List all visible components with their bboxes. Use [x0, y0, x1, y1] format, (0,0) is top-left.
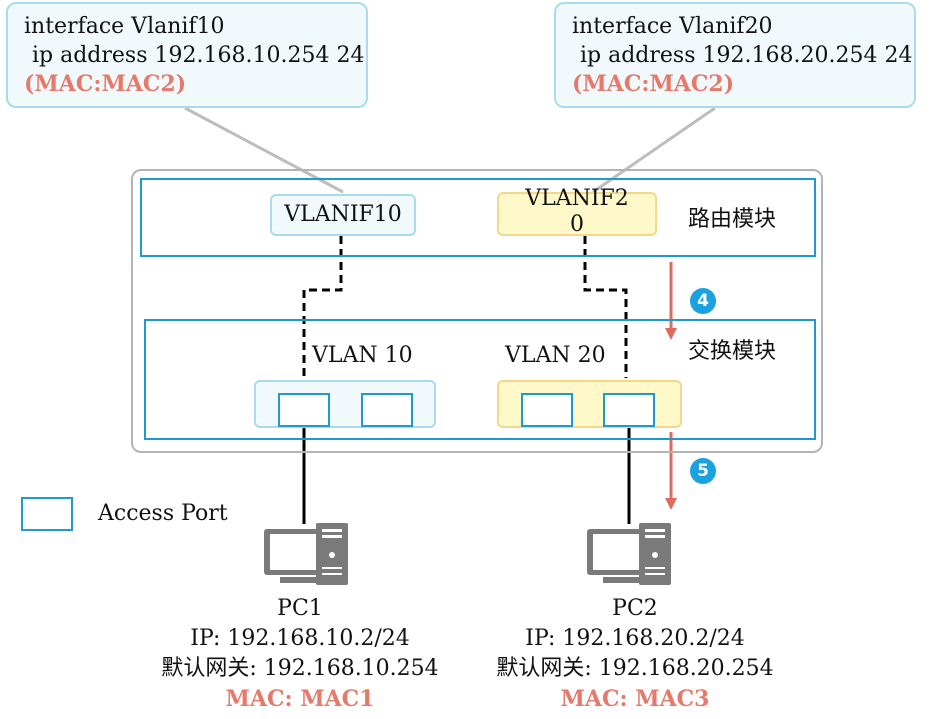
step-5-badge: 5: [690, 458, 716, 484]
step-4-badge: 4: [690, 288, 716, 314]
vlanif20-dashed-link: [583, 236, 628, 378]
pc2-gateway: 默认网关: 192.168.20.254: [496, 656, 774, 681]
pc2-info: PC2 IP: 192.168.20.2/24 默认网关: 192.168.20…: [485, 594, 785, 714]
vlan20-label: VLAN 20: [505, 343, 606, 368]
callout-20-mac: (MAC:MAC2): [572, 71, 735, 97]
legend-access-port-label: Access Port: [98, 501, 228, 526]
pc1-ip: IP: 192.168.10.2/24: [190, 626, 410, 651]
vlan20-access-port-1: [521, 393, 573, 427]
vlan20-access-port-2: [603, 393, 655, 427]
legend-access-port-icon: [21, 497, 73, 531]
vlanif10-label: VLANIF10: [284, 202, 402, 227]
callout-20-line2: ip address 192.168.20.254 24: [580, 43, 913, 68]
vlanif20-label-line2: 0: [570, 212, 584, 237]
pc2-mac: MAC: MAC3: [560, 686, 710, 712]
routing-module: [140, 178, 816, 257]
vlanif20-interface: VLANIF2 0: [497, 186, 657, 237]
vlanif20-config-callout: interface Vlanif20 ip address 192.168.20…: [554, 2, 916, 108]
pc1-computer-icon: [264, 523, 348, 585]
pc2-name: PC2: [612, 596, 658, 621]
pc1-info: PC1 IP: 192.168.10.2/24 默认网关: 192.168.10…: [150, 594, 450, 714]
pc2-computer-icon: [587, 523, 671, 585]
vlan10-access-port-2: [361, 393, 413, 427]
switching-module: [144, 319, 816, 440]
vlanif10-dashed-link: [302, 236, 343, 378]
vlanif10-interface: VLANIF10: [270, 194, 416, 236]
switch-device: [131, 169, 823, 453]
vlanif20-label-line1: VLANIF2: [525, 186, 629, 211]
pc1-gateway: 默认网关: 192.168.10.254: [161, 656, 439, 681]
callout-10-line1: interface Vlanif10: [24, 14, 225, 39]
pc1-name: PC1: [277, 596, 323, 621]
vlan10-label: VLAN 10: [312, 343, 413, 368]
routing-module-label: 路由模块: [688, 207, 777, 232]
vlanif10-config-callout: interface Vlanif10 ip address 192.168.10…: [6, 2, 368, 108]
pc1-mac: MAC: MAC1: [225, 686, 375, 712]
callout-20-line1: interface Vlanif20: [572, 14, 773, 39]
vlan10-access-port-1: [278, 393, 330, 427]
switching-module-label: 交换模块: [688, 339, 777, 364]
callout-10-line2: ip address 192.168.10.254 24: [32, 43, 365, 68]
pc2-ip: IP: 192.168.20.2/24: [525, 626, 745, 651]
callout-10-mac: (MAC:MAC2): [24, 71, 187, 97]
